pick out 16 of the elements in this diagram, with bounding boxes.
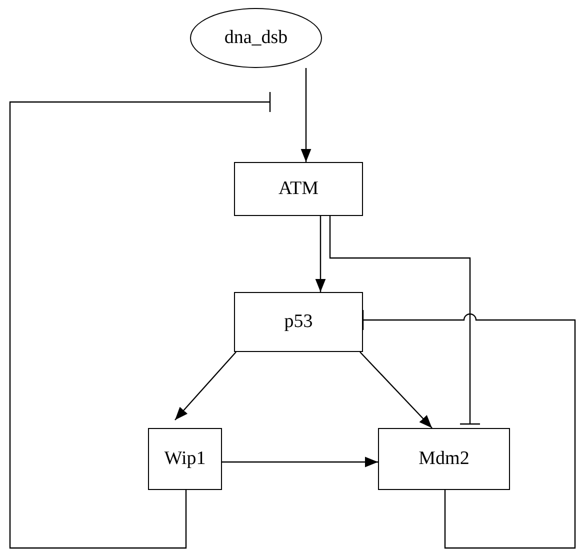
node-label: dna_dsb	[224, 27, 288, 49]
process-box	[148, 428, 222, 490]
arrow	[300, 68, 312, 162]
process-box	[378, 428, 510, 490]
arrow	[315, 216, 326, 292]
node-label: Wip1	[164, 448, 206, 470]
arrow	[222, 456, 378, 468]
inhibition-connector	[329, 216, 481, 425]
inhibition-connector	[9, 91, 271, 549]
arrow	[360, 352, 432, 428]
node-label: ATM	[278, 178, 319, 200]
node-label: Mdm2	[418, 448, 470, 470]
process-box	[234, 292, 363, 352]
arrow	[174, 352, 236, 420]
process-box	[234, 162, 363, 216]
node-label: p53	[284, 311, 313, 333]
